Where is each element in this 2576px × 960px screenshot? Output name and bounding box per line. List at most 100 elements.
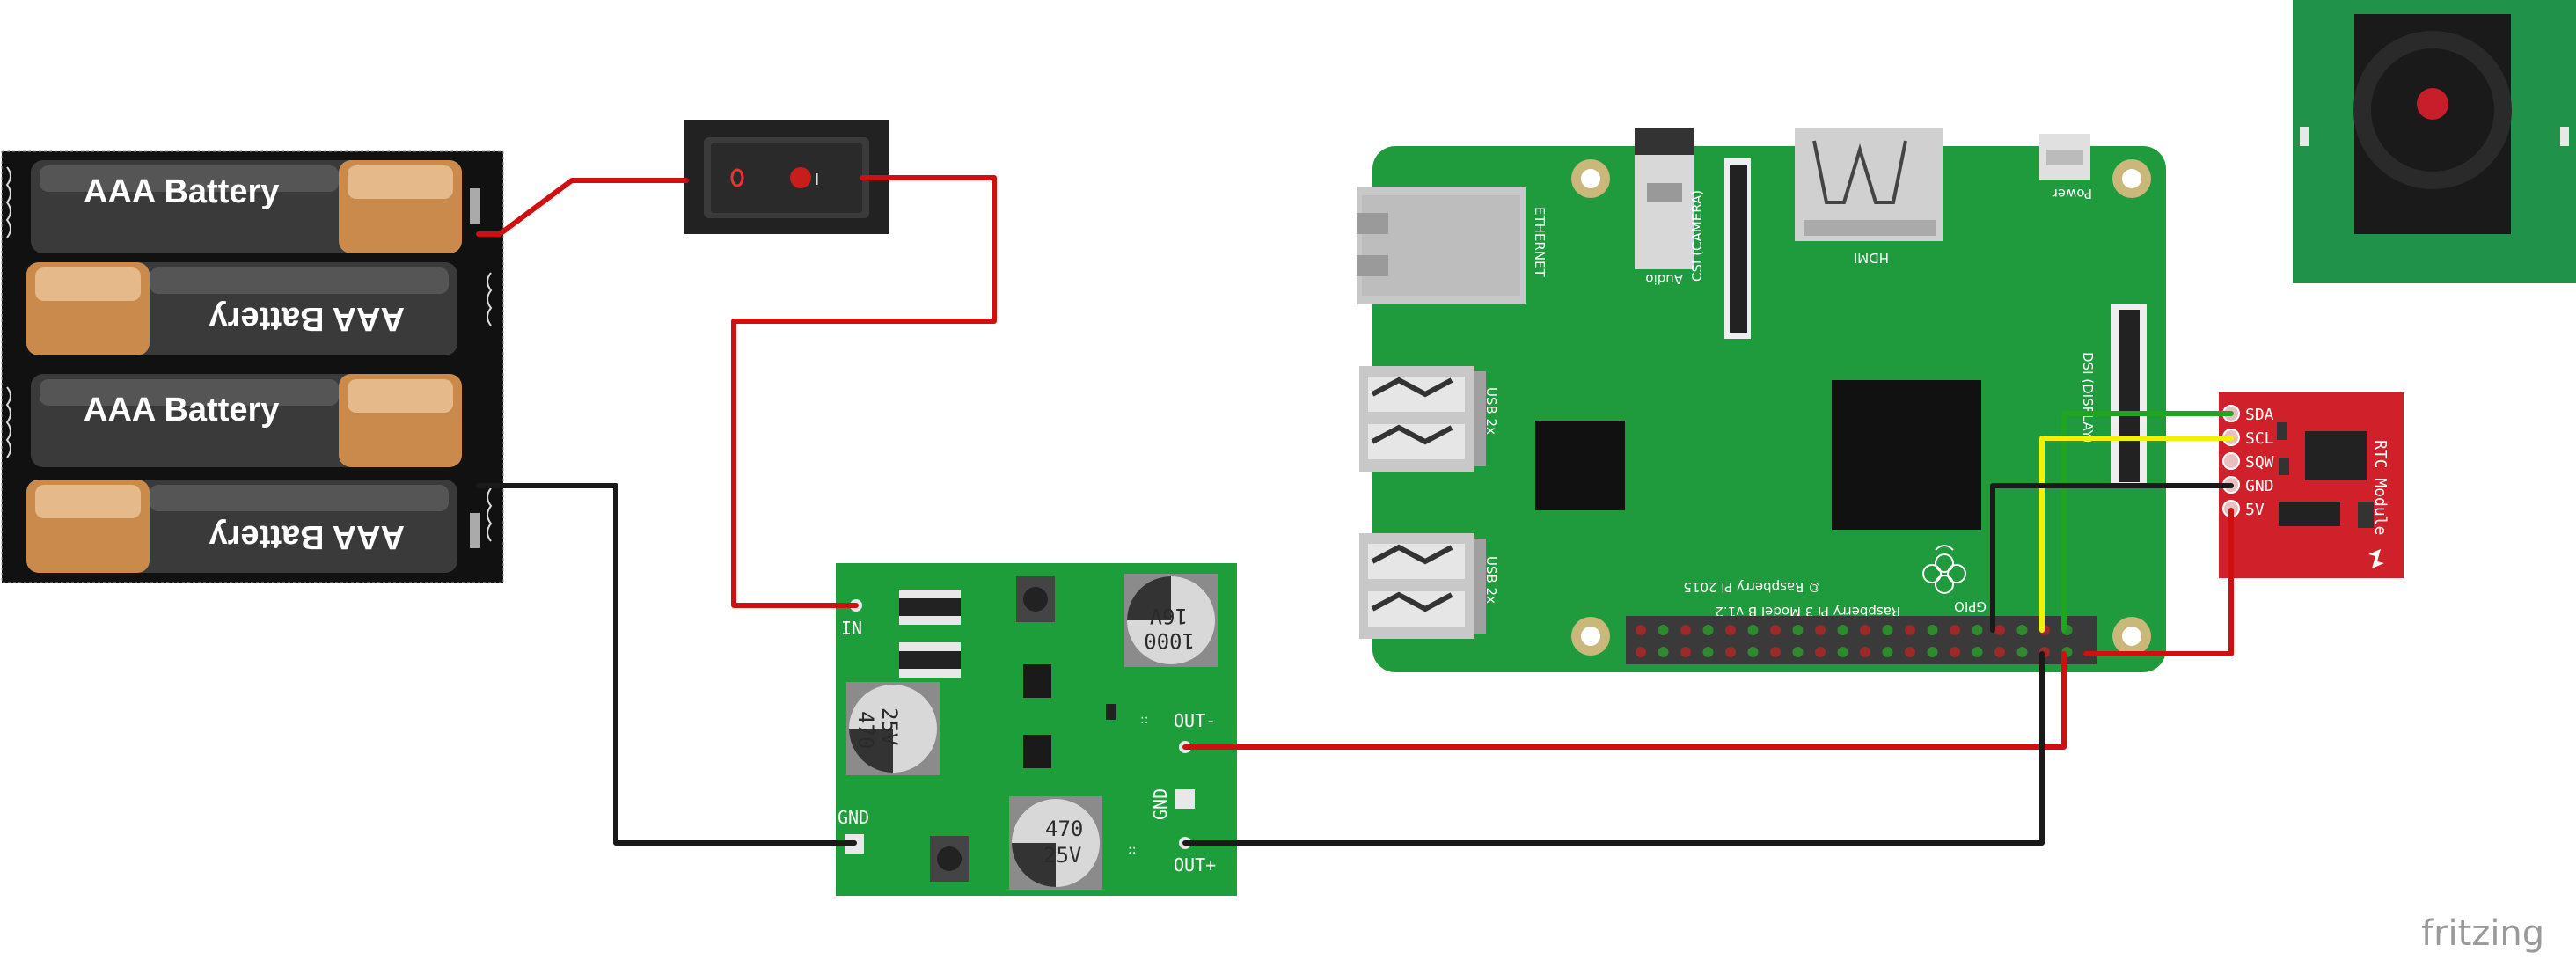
rtc-pin-label-5v: 5V	[2245, 501, 2265, 519]
wire-out-to-pi-gnd[interactable]	[1182, 651, 2045, 846]
dsi-display-connector[interactable]	[2111, 304, 2147, 488]
gpio-header[interactable]	[1626, 616, 2097, 664]
gpio-pin[interactable]	[1994, 647, 2005, 657]
gpio-pin[interactable]	[1905, 647, 1915, 657]
battery-terminal	[470, 188, 480, 224]
battery-cell-3: AAA Battery	[31, 374, 462, 467]
gpio-pin[interactable]	[1770, 647, 1781, 657]
rtc-ic-chip	[2305, 431, 2367, 480]
svg-text:25V: 25V	[1043, 843, 1081, 868]
svg-text:::: ::	[1128, 843, 1136, 857]
gpio-pin[interactable]	[1882, 625, 1893, 635]
gpio-pin[interactable]	[1815, 647, 1826, 657]
wire-switch-to-in[interactable]	[731, 175, 997, 608]
ic-chip	[1023, 735, 1051, 768]
gpio-pin[interactable]	[1658, 625, 1669, 635]
gpio-pin[interactable]	[1815, 625, 1826, 635]
pi-model-text: Raspberry Pi 3 Model B v1.2	[1715, 604, 1900, 619]
gpio-pin[interactable]	[1950, 625, 1960, 635]
ethernet-label: ETHERNET	[1532, 207, 1548, 278]
gpio-pin[interactable]	[1950, 647, 1960, 657]
usb-bottom-label: USB 2x	[1483, 556, 1499, 604]
gpio-pin[interactable]	[1636, 625, 1646, 635]
gpio-pin[interactable]	[1658, 647, 1669, 657]
rtc-pin-label-gnd: GND	[2245, 477, 2274, 495]
gpio-pin[interactable]	[2016, 625, 2028, 635]
ethernet-port[interactable]	[1357, 187, 1526, 304]
gpio-pin[interactable]	[1860, 647, 1870, 657]
svg-text:470: 470	[1045, 817, 1083, 841]
battery-cell-3-label: AAA Battery	[84, 392, 279, 429]
battery-holder-outline	[1, 150, 504, 583]
gpio-pin[interactable]	[1747, 647, 1759, 657]
gpio-pin[interactable]	[1702, 647, 1714, 657]
ic-chip	[1023, 664, 1051, 698]
power-label: Power	[2052, 186, 2092, 202]
raspberry-pi-3-board[interactable]: ETHERNET USB 2x USB 2x Audio	[1357, 128, 2166, 672]
gpio-pin[interactable]	[1860, 625, 1870, 635]
hdmi-port[interactable]	[1795, 128, 1943, 241]
gpio-pin[interactable]	[2016, 647, 2028, 657]
usb-port-bottom[interactable]	[1359, 533, 1486, 639]
gpio-pin[interactable]	[1680, 647, 1691, 657]
gpio-pin[interactable]	[1882, 647, 1893, 657]
rtc-pin-label-scl: SCL	[2245, 429, 2274, 448]
gpio-pin[interactable]	[1792, 647, 1804, 657]
battery-cell-2-label: AAA Battery	[209, 300, 405, 337]
svg-text:::: ::	[1140, 713, 1148, 727]
wire-rtc-5v[interactable]	[2083, 508, 2234, 656]
wire-rtc-gnd[interactable]	[1990, 483, 2234, 633]
gpio-pin[interactable]	[1927, 647, 1938, 657]
rtc-pcb	[2219, 392, 2404, 578]
rocker-switch[interactable]: I	[684, 120, 889, 234]
raspberry-logo-icon	[1922, 545, 1966, 594]
gnd-pin-label-right: GND	[1150, 788, 1171, 820]
gpio-pin[interactable]	[1837, 625, 1848, 635]
cpu-chip	[1832, 380, 1981, 530]
gpio-pin[interactable]	[1725, 647, 1736, 657]
micro-usb-power-port[interactable]	[2039, 134, 2090, 180]
gpio-pin[interactable]	[1927, 625, 1938, 635]
wire-out-to-pi-5v[interactable]	[1182, 651, 2067, 750]
gpio-pin[interactable]	[1972, 647, 1983, 657]
spring-icon	[487, 487, 493, 542]
boost-converter-board[interactable]: 1000 16V 25V 470 470 25V IN GND OUT- GND…	[836, 563, 1237, 896]
out-minus-label: OUT-	[1174, 710, 1216, 731]
gpio-pin[interactable]	[1770, 625, 1781, 635]
fritzing-watermark: fritzing	[2421, 913, 2544, 954]
gpio-pin[interactable]	[1680, 625, 1691, 635]
soc-chip	[1535, 421, 1625, 510]
wire-rtc-scl[interactable]	[2039, 436, 2234, 633]
battery-terminal	[470, 513, 480, 548]
gpio-pin[interactable]	[1972, 625, 1983, 635]
rtc-crystal	[2279, 502, 2340, 526]
gpio-pin[interactable]	[1905, 625, 1915, 635]
gpio-pin[interactable]	[1747, 625, 1759, 635]
wire-rtc-sda[interactable]	[2061, 411, 2234, 633]
spring-icon	[5, 386, 11, 458]
wire-battery-to-gnd[interactable]	[476, 483, 857, 846]
battery-cell-1: AAA Battery	[31, 160, 462, 253]
gnd-pin-label-left: GND	[838, 807, 869, 828]
gpio-pin[interactable]	[1837, 647, 1848, 657]
gpio-pin[interactable]	[1702, 625, 1714, 635]
gpio-pin[interactable]	[1636, 647, 1646, 657]
gnd-pad-right[interactable]	[1175, 789, 1195, 809]
camera-lens-icon	[2417, 88, 2448, 120]
rtc-pin-sqw[interactable]	[2222, 452, 2240, 470]
camera-module[interactable]	[2293, 0, 2576, 283]
usb-port-top[interactable]	[1359, 366, 1486, 472]
battery-pack[interactable]: AAA Battery AAA Battery AAA Battery AAA …	[1, 150, 504, 583]
wire-battery-to-switch[interactable]	[476, 178, 689, 237]
audio-label: Audio	[1645, 271, 1683, 287]
switch-indicator-icon	[790, 167, 811, 188]
gpio-pin[interactable]	[1725, 625, 1736, 635]
csi-camera-connector[interactable]	[1724, 158, 1751, 339]
gpio-pin[interactable]	[1994, 625, 2005, 635]
audio-jack[interactable]	[1635, 128, 1694, 269]
gpio-pin[interactable]	[1792, 625, 1804, 635]
rtc-title: RTC Module	[2371, 440, 2389, 535]
